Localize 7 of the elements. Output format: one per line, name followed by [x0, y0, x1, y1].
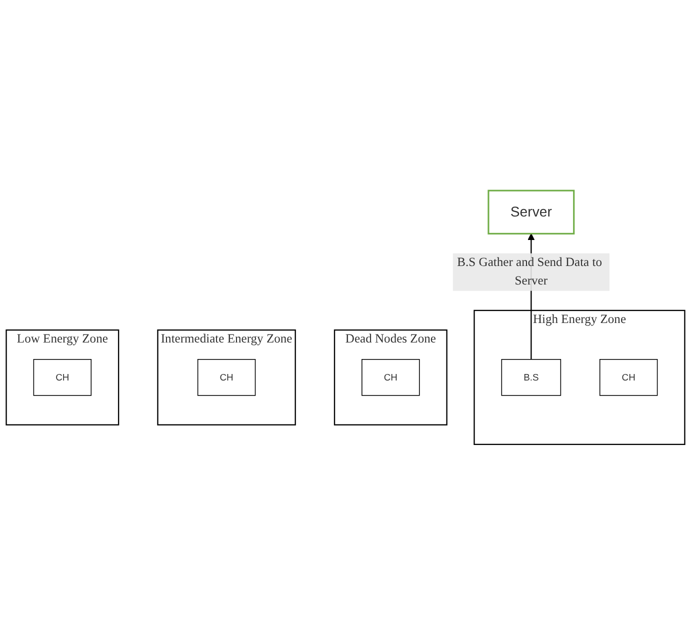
node-box: Server [488, 190, 575, 234]
node-box: CH [33, 359, 92, 396]
node-box: B.S [501, 359, 562, 396]
node-box: CH [197, 359, 256, 396]
node-box: CH [362, 359, 420, 396]
node-box: CH [599, 359, 658, 396]
edge-label: B.S Gather and Send Data to Server [457, 256, 602, 288]
